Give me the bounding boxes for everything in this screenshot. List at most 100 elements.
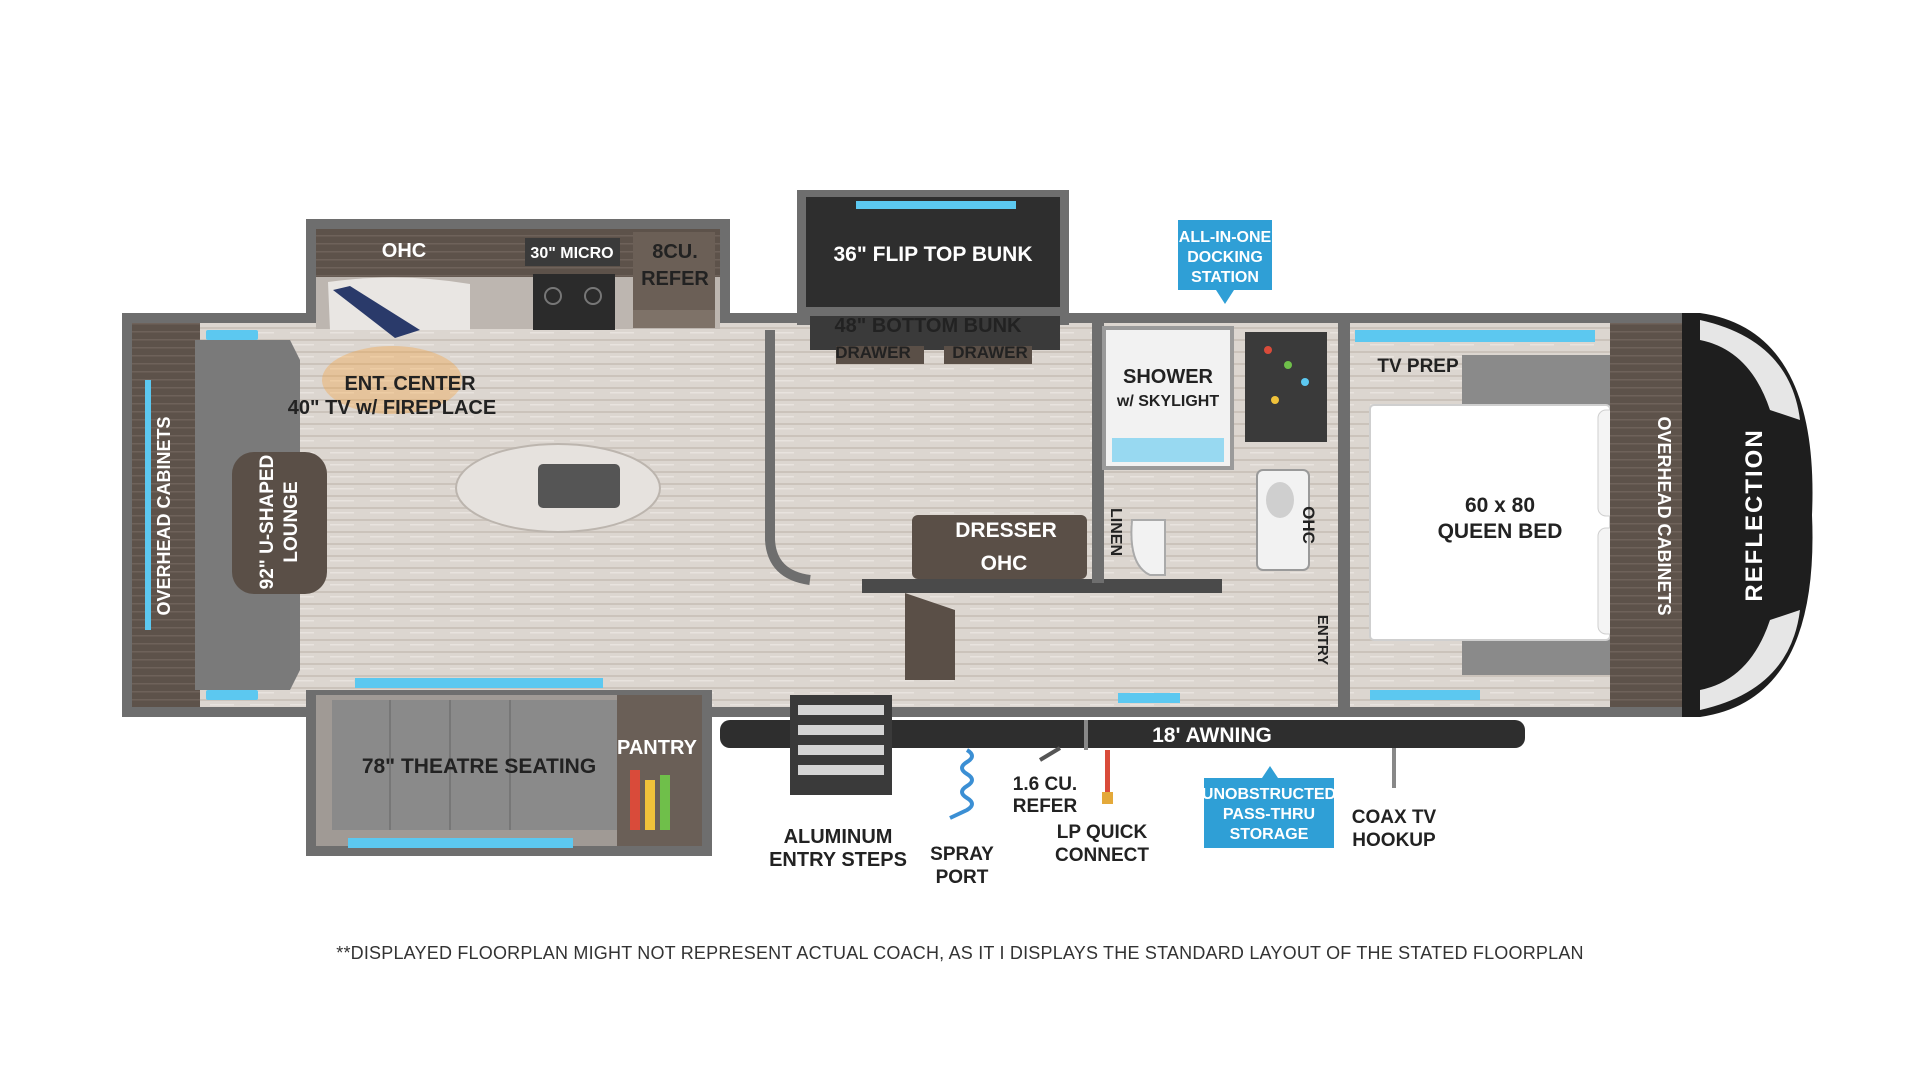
shower-label-line2: w/ SKYLIGHT (1116, 393, 1219, 410)
callout-box (1178, 220, 1272, 304)
shower-label-line1: SHOWER (1123, 366, 1214, 388)
window-light (206, 330, 258, 340)
storage-cabinet (1245, 332, 1327, 442)
ent-center-counter (328, 277, 470, 330)
microwave (525, 238, 620, 266)
drawer-left (836, 346, 924, 364)
window-light (206, 690, 258, 700)
toilet-icon (1130, 519, 1166, 576)
flip-bunk-label: 36" FLIP TOP BUNK (833, 243, 1032, 266)
overhead-cabinets-right-label: OVERHEAD CABINETS (1654, 416, 1674, 615)
refer-8cu-label-line2: REFER (641, 268, 709, 290)
dresser-area: DRESSER OHC (862, 515, 1222, 680)
docking-label-line3: STATION (1191, 269, 1259, 286)
refrigerator-base (633, 310, 715, 328)
drawer-right (944, 346, 1032, 364)
lounge-table (232, 452, 327, 594)
steps-icon (790, 695, 892, 795)
kitchen-island (455, 443, 661, 533)
front-cap-highlight (1700, 320, 1800, 420)
micro-label: 30" MICRO (530, 245, 613, 262)
ent-center-label: ENT. CENTER (344, 373, 476, 395)
step (798, 725, 884, 735)
refer-small-pointer (1038, 746, 1062, 762)
coax-label-line2: HOOKUP (1352, 830, 1436, 851)
steps-label-line1: ALUMINUM (784, 826, 893, 848)
window-light (355, 678, 603, 688)
window-light (1370, 690, 1480, 700)
bedroom-wall (1338, 323, 1350, 713)
bottom-bunk-label: 48" BOTTOM BUNK (835, 315, 1022, 337)
tv-fireplace-label: 40" TV w/ FIREPLACE (288, 397, 496, 419)
cabinet-light (145, 380, 151, 630)
docking-label-line2: DOCKING (1187, 249, 1263, 266)
bunk-wall-curve (765, 330, 811, 585)
brand-logo: REFLECTION (1741, 428, 1768, 601)
entry-label: ENTRY (1314, 615, 1331, 665)
awning-divider (1084, 720, 1088, 750)
coax-label-line1: COAX TV (1352, 807, 1437, 828)
overhead-cabinets-left (132, 323, 200, 707)
spray-label-line2: PORT (936, 867, 989, 888)
sink-icon (538, 464, 620, 508)
tv-prep-light (1355, 330, 1595, 342)
bunk-light (856, 201, 1016, 209)
bed-label-line2: QUEEN BED (1438, 520, 1563, 543)
shelf-item (1264, 346, 1272, 354)
docking-station-callout: ALL-IN-ONE DOCKING STATION (1178, 220, 1272, 304)
shelf-item (1271, 396, 1279, 404)
hall-wall (862, 579, 1222, 593)
drawer-right-label: DRAWER (952, 343, 1028, 362)
shower-light (1112, 438, 1224, 462)
burner (584, 287, 602, 305)
exterior-features: 18' AWNING ALUMINUM ENTRY STEPS SPRAY PO… (720, 695, 1525, 888)
dresser-label: DRESSER (955, 519, 1057, 542)
pantry (617, 695, 702, 846)
window-light (348, 838, 573, 848)
theatre-area: 78" THEATRE SEATING PANTRY (332, 678, 702, 848)
refer-8cu-label-line1: 8CU. (652, 241, 698, 263)
step (798, 745, 884, 755)
step (798, 765, 884, 775)
dresser (912, 515, 1087, 579)
pantry-label: PANTRY (617, 737, 698, 759)
awning-label: 18' AWNING (1152, 724, 1272, 747)
window-light (1118, 693, 1180, 703)
dresser-base (905, 593, 955, 680)
front-cap-highlight (1700, 610, 1800, 710)
kitchen-ohc-label: OHC (382, 240, 426, 262)
sink-icon (1266, 482, 1294, 518)
front-cap (1682, 313, 1813, 717)
tv-prep-label: TV PREP (1377, 356, 1459, 377)
callout-box (1204, 766, 1334, 848)
bath-wall (1092, 323, 1104, 583)
bath-ohc-label: OHC (1299, 506, 1318, 544)
kitchen-area: OHC 30" MICRO 8CU. REFER (316, 229, 720, 338)
overhead-cabinets-right (1610, 323, 1682, 707)
flip-top-bunk (806, 197, 1060, 307)
storage-label-line3: STORAGE (1230, 826, 1309, 843)
bathroom: SHOWER w/ SKYLIGHT LINEN OHC (1092, 323, 1327, 583)
lp-fitting (1102, 792, 1113, 804)
lounge-label-line2: LOUNGE (281, 481, 302, 562)
bedroom: TV PREP 60 x 80 QUEEN BED OVERHEAD CABIN… (1314, 323, 1768, 713)
overhead-cabinets-left-label: OVERHEAD CABINETS (154, 416, 174, 615)
stove-icon (533, 274, 615, 330)
awning-bar (720, 720, 1525, 748)
lounge-label-line1: 92" U-SHAPED (257, 455, 278, 590)
hose-icon (949, 748, 974, 820)
lp-label-line1: LP QUICK (1057, 822, 1148, 843)
disclaimer-text: **DISPLAYED FLOORPLAN MIGHT NOT REPRESEN… (336, 943, 1584, 963)
pantry-item (630, 770, 640, 830)
storage-callout: UNOBSTRUCTED PASS-THRU STORAGE (1202, 766, 1336, 848)
steps-label-line2: ENTRY STEPS (769, 849, 907, 871)
spray-label-line1: SPRAY (930, 844, 994, 865)
pantry-item (660, 775, 670, 830)
bunk-room: 36" FLIP TOP BUNK 48" BOTTOM BUNK DRAWER… (765, 197, 1060, 585)
tv-screen (333, 286, 420, 338)
burner (544, 287, 562, 305)
refer-small-label-line2: REFER (1013, 796, 1078, 817)
linen-label: LINEN (1107, 508, 1124, 556)
refer-small-label-line1: 1.6 CU. (1013, 774, 1077, 795)
